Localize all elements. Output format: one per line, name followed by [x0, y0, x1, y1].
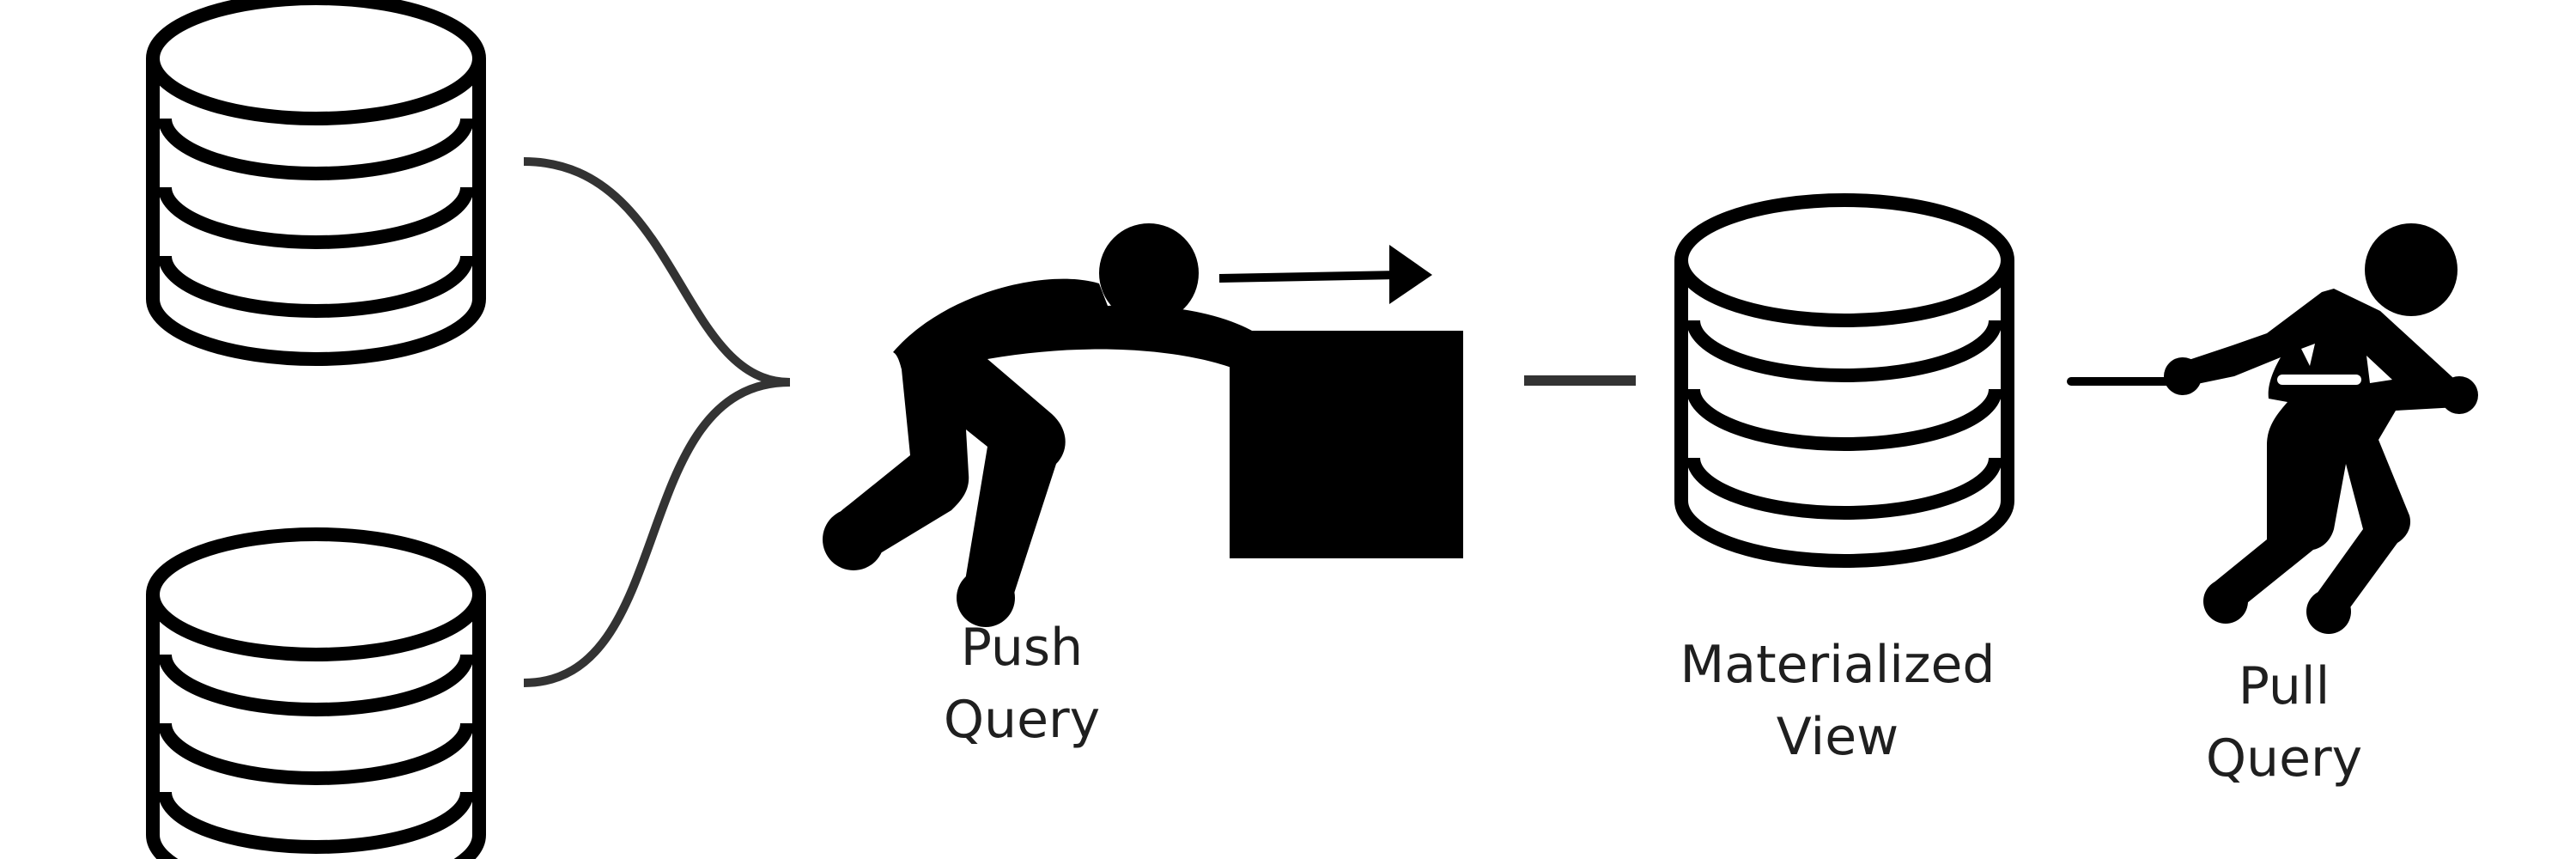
- pulling-person-icon: [2164, 223, 2478, 634]
- pull-query-label-line-2: Query: [2205, 728, 2363, 789]
- connector-bottom: [523, 378, 791, 687]
- pull-query-label-line-1: Pull: [2238, 656, 2330, 716]
- materialized-view-label-line-2: View: [1776, 707, 1899, 767]
- source-database-bottom-icon: [153, 534, 479, 859]
- connector-top: [523, 157, 791, 387]
- push-query-label-line-2: Query: [943, 690, 1101, 750]
- push-query-label: Push Query: [893, 612, 1151, 756]
- materialized-view-database-icon: [1681, 200, 2008, 561]
- materialized-view-label: Materialized View: [1631, 629, 2044, 773]
- arrow-right-icon: [1218, 245, 1432, 304]
- pushing-person-icon: [823, 223, 1274, 627]
- source-database-top-icon: [153, 0, 479, 359]
- materialized-view-label-line-1: Materialized: [1680, 635, 1996, 695]
- box-icon: [1230, 331, 1463, 558]
- push-query-label-line-1: Push: [960, 618, 1084, 678]
- pull-query-label: Pull Query: [2155, 650, 2413, 795]
